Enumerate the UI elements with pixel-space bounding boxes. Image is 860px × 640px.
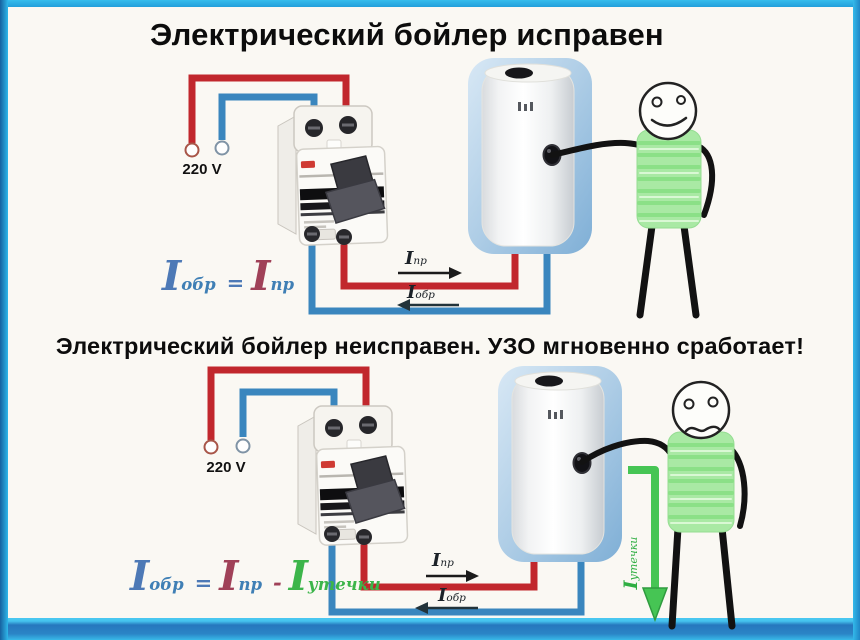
frame-left-border	[0, 0, 8, 640]
panel-ok-title: Электрический бойлер исправен	[150, 17, 664, 52]
forward-current-arrow	[398, 267, 462, 279]
rcd-breaker	[277, 105, 389, 247]
panel-fault-title: Электрический бойлер неисправен. УЗО мгн…	[55, 333, 805, 359]
load-wire-phase	[360, 534, 538, 591]
load-wire-phase	[340, 236, 519, 290]
rcd-breaker	[297, 405, 409, 547]
voltage-label-ok: 220 V	[182, 161, 222, 178]
return-current-label-fault: Iобр	[438, 585, 466, 606]
frame-top-border	[0, 0, 860, 7]
panel-ok-diagram	[184, 57, 716, 319]
sweater	[636, 129, 702, 229]
return-current-label-ok: Iобр	[407, 282, 435, 303]
terminal-neutral	[214, 140, 230, 156]
worried-face	[671, 380, 731, 440]
voltage-label-fault: 220 V	[206, 459, 246, 476]
leakage-current-arrow	[628, 466, 669, 623]
return-current-arrow	[397, 299, 459, 311]
return-wire-neutral	[328, 530, 585, 616]
forward-current-label-ok: Iпр	[405, 248, 427, 269]
forward-current-arrow	[426, 570, 479, 582]
terminal-neutral	[235, 438, 251, 454]
terminal-phase	[184, 142, 200, 158]
frame-bottom-band	[0, 618, 860, 640]
happy-face	[638, 81, 698, 141]
leakage-current-label: Iутечки	[620, 536, 642, 590]
boiler	[497, 365, 623, 563]
sweater	[667, 431, 735, 533]
forward-current-label-fault: Iпр	[432, 550, 454, 571]
arm-touching-boiler	[579, 437, 675, 465]
supply-wire-phase	[207, 366, 370, 440]
return-wire-neutral	[308, 232, 551, 315]
supply-wire-phase	[188, 74, 350, 143]
boiler	[467, 57, 593, 255]
terminal-phase	[203, 439, 219, 455]
frame-right-border	[853, 0, 860, 640]
panel-fault-diagram	[203, 365, 748, 630]
person-worried	[579, 380, 748, 630]
return-current-arrow	[415, 602, 478, 614]
person-happy	[549, 81, 716, 319]
